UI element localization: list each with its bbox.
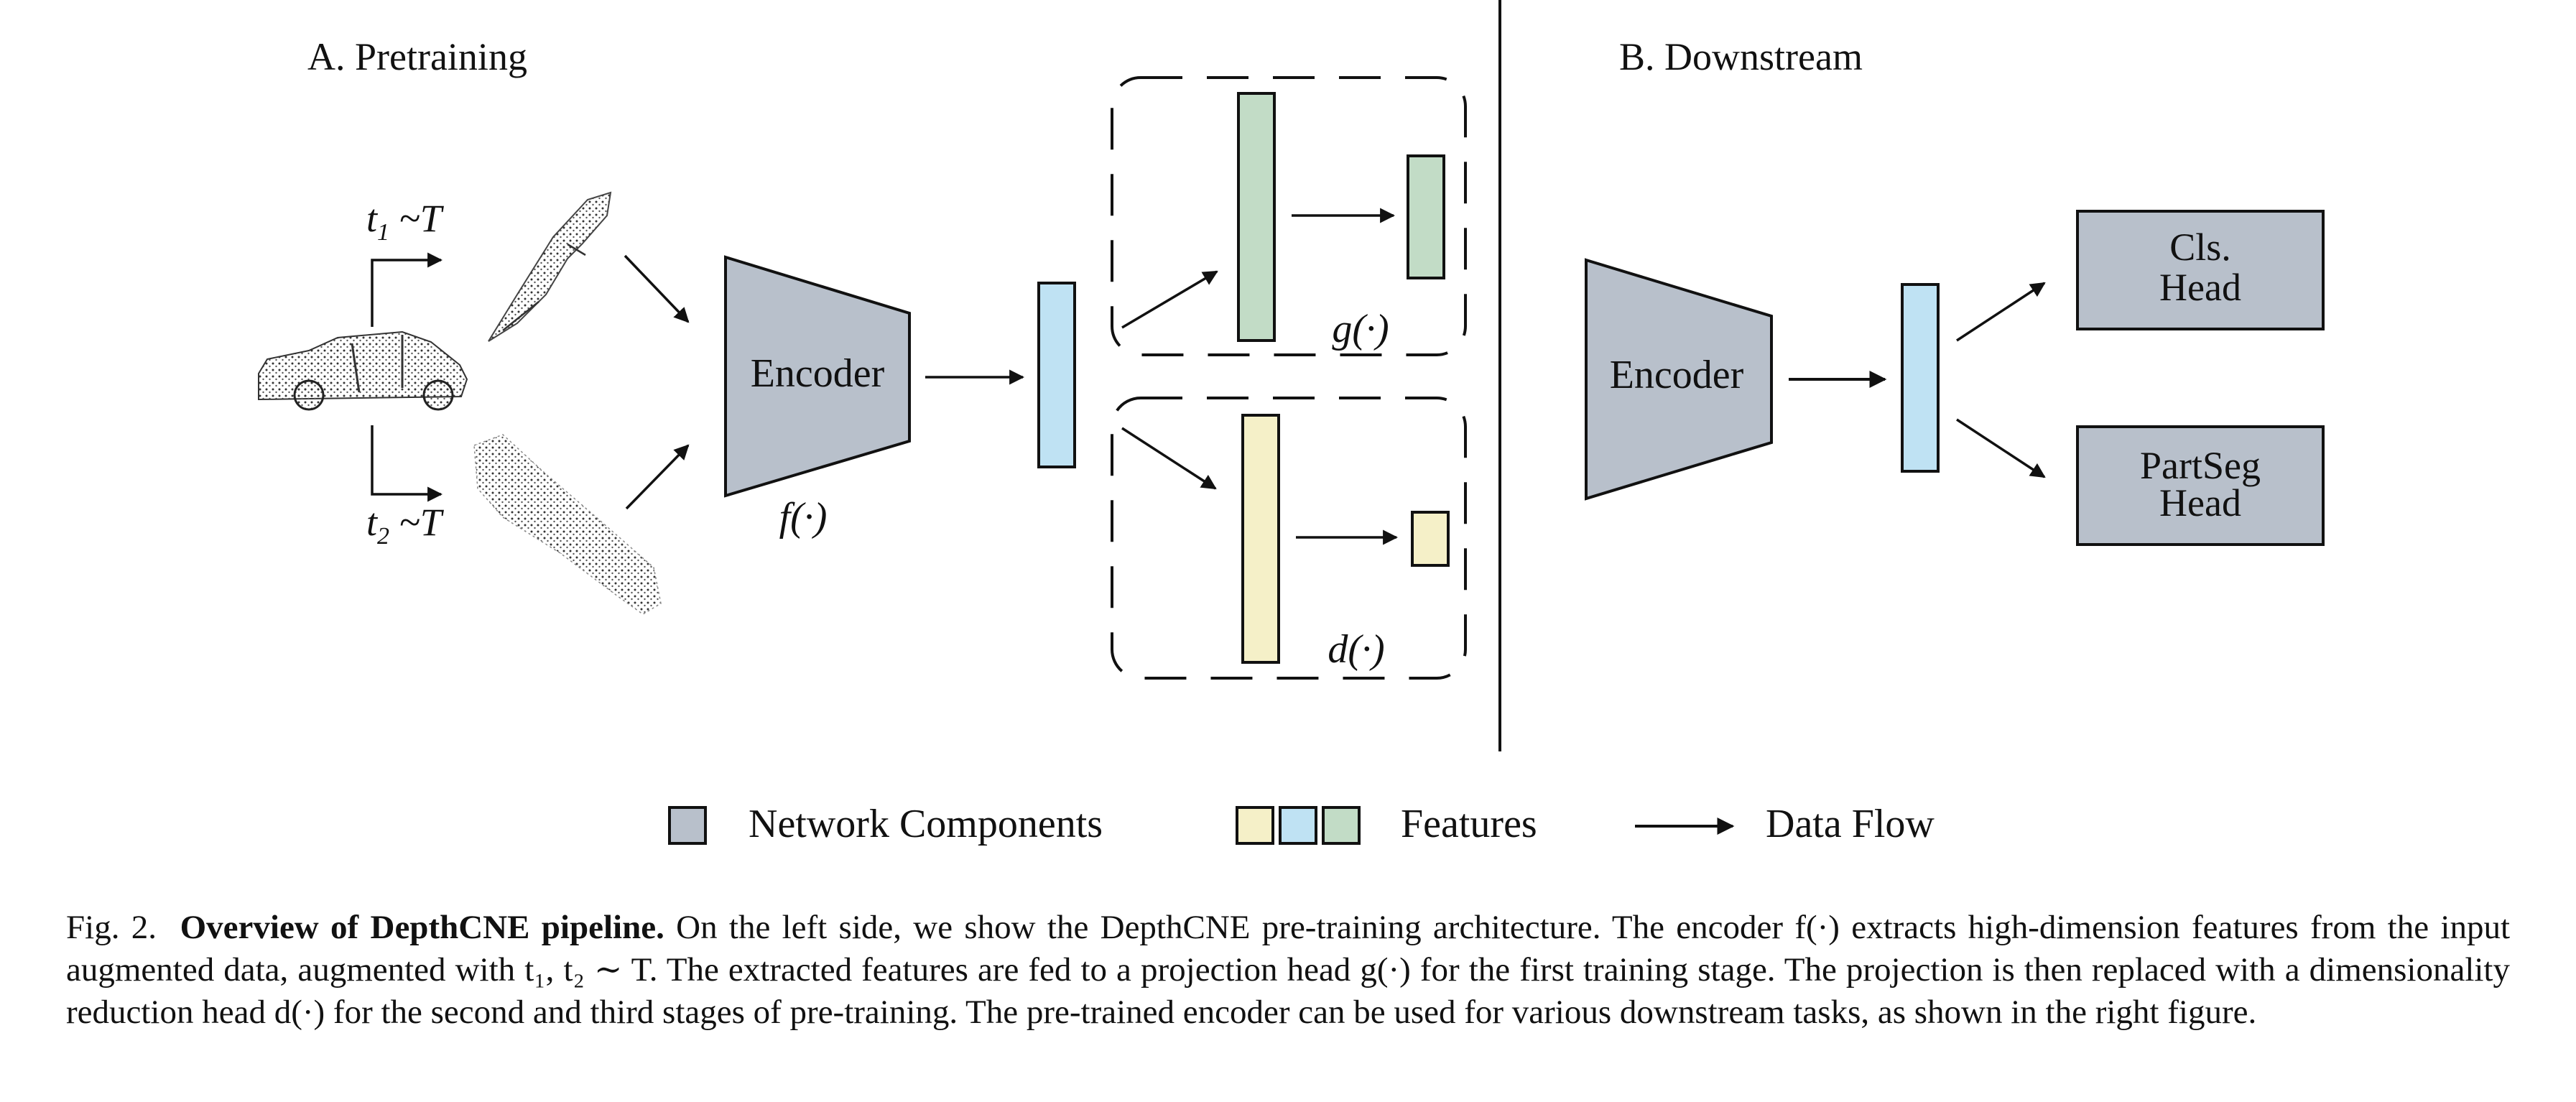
aug1-arrow: [371, 252, 443, 327]
cls-head-label-2: Head: [2159, 266, 2241, 309]
legend-feature-yellow: [1236, 806, 1274, 845]
view1-to-encoder-arrow: [624, 254, 690, 323]
projection-head-box: [1111, 76, 1467, 356]
caption-fig-num: Fig. 2.: [66, 909, 157, 946]
d-feature-small: [1411, 511, 1450, 567]
encoder-b: [1585, 258, 1773, 501]
car-point-cloud: [258, 330, 468, 411]
g-feature-small: [1407, 154, 1445, 279]
legend-network-swatch: [668, 806, 707, 845]
feature-to-partseg-arrow: [1956, 418, 2046, 478]
view2-to-encoder-arrow: [625, 444, 690, 510]
cls-head-label-1: Cls.: [2169, 226, 2231, 269]
feature-a: [1037, 282, 1076, 468]
encoder-a-label: Encoder: [751, 351, 885, 396]
legend-network-label: Network Components: [749, 802, 1103, 846]
partseg-head: [2076, 425, 2325, 546]
feature-b: [1901, 283, 1940, 473]
legend-feature-green: [1322, 806, 1361, 845]
augmented-view-1: [488, 191, 612, 342]
feature-to-g-arrow: [1121, 270, 1218, 329]
augmented-view-2: [473, 434, 662, 615]
feature-to-d-arrow: [1121, 427, 1217, 490]
d-func-label: d(·): [1328, 627, 1384, 672]
panel-b-title: B. Downstream: [1619, 35, 1863, 78]
partseg-head-label-1: PartSeg: [2140, 444, 2261, 487]
caption-text: On the left side, we show the DepthCNE p…: [66, 909, 2511, 1031]
aug2-label: t2 ~T: [366, 501, 445, 550]
cls-head: [2076, 210, 2325, 330]
caption-bold: Overview of DepthCNE pipeline.: [180, 909, 664, 946]
legend-feature-blue: [1279, 806, 1317, 845]
reduction-head-box: [1111, 397, 1467, 680]
aug1-label: t1 ~T: [366, 197, 445, 246]
legend-features-label: Features: [1401, 802, 1537, 846]
d-feature-large: [1241, 414, 1280, 664]
partseg-head-label-2: Head: [2159, 481, 2241, 524]
encoder-b-label: Encoder: [1610, 353, 1744, 397]
encoder-a: [724, 255, 911, 498]
legend-data-flow-label: Data Flow: [1766, 802, 1935, 846]
feature-to-cls-arrow: [1956, 282, 2046, 342]
g-func-label: g(·): [1332, 307, 1389, 351]
figure-caption: Fig. 2. Overview of DepthCNE pipeline. O…: [66, 907, 2510, 1034]
aug2-arrow: [371, 425, 443, 502]
encoder-a-func: f(·): [779, 495, 828, 540]
panel-a-title: A. Pretraining: [307, 35, 527, 78]
g-feature-large: [1237, 92, 1276, 342]
